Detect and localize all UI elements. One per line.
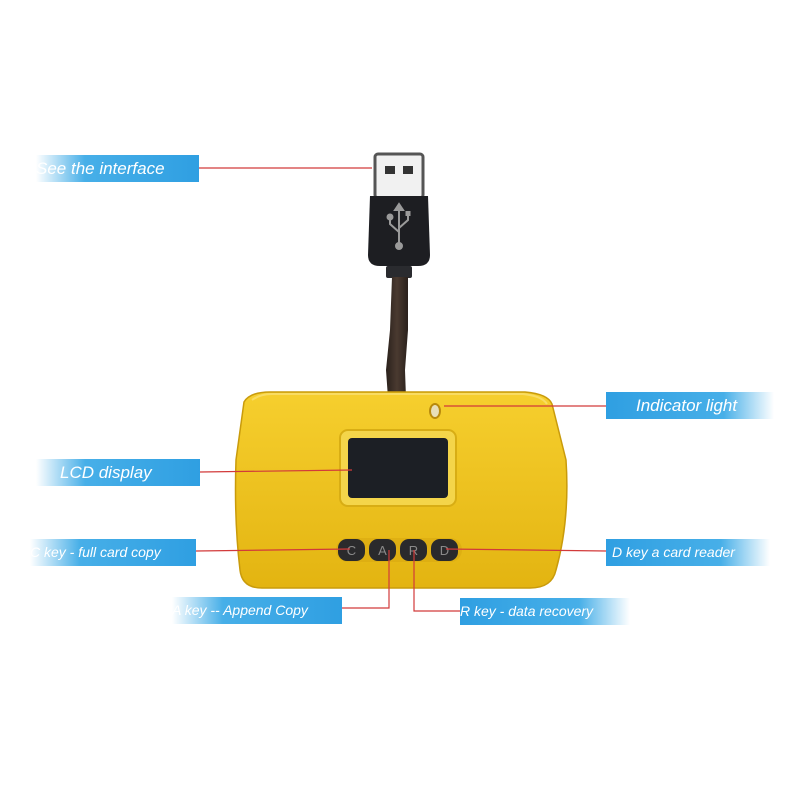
usb-connector xyxy=(368,152,430,278)
leader-a-key xyxy=(342,550,390,609)
label-interface-text: See the interface xyxy=(36,159,165,178)
label-lcd-text: LCD display xyxy=(60,463,152,482)
leader-lcd xyxy=(199,469,353,473)
label-interface: See the interface xyxy=(36,155,199,182)
key-a[interactable]: A xyxy=(369,539,396,561)
usb-cable xyxy=(386,277,408,398)
label-lcd: LCD display xyxy=(36,459,200,486)
leader-r-key xyxy=(413,550,460,612)
label-indicator-text: Indicator light xyxy=(636,396,738,415)
label-a-key: A key -- Append Copy xyxy=(172,597,342,624)
label-c-key-text: C key - full card copy xyxy=(30,544,161,560)
leader-c-key xyxy=(195,548,351,552)
key-a-letter: A xyxy=(378,543,387,558)
label-r-key-text: R key - data recovery xyxy=(460,603,594,619)
indicator-light xyxy=(429,403,441,419)
label-d-key-text: D key a card reader xyxy=(612,544,735,560)
key-c[interactable]: C xyxy=(338,539,365,561)
usb-symbol-icon xyxy=(386,202,411,250)
key-d-cap[interactable] xyxy=(431,539,458,561)
label-d-key: D key a card reader xyxy=(606,539,770,566)
lcd-screen xyxy=(339,429,457,507)
label-c-key: C key - full card copy xyxy=(30,539,196,566)
leader-d-key xyxy=(445,548,607,552)
label-indicator: Indicator light xyxy=(606,392,774,419)
key-d-letter: D xyxy=(440,543,449,558)
key-d[interactable]: D xyxy=(431,539,458,561)
label-r-key: R key - data recovery xyxy=(460,598,630,625)
label-a-key-text: A key -- Append Copy xyxy=(172,602,308,618)
leader-lines xyxy=(195,167,607,612)
key-c-letter: C xyxy=(347,543,356,558)
key-c-cap[interactable] xyxy=(338,539,365,561)
